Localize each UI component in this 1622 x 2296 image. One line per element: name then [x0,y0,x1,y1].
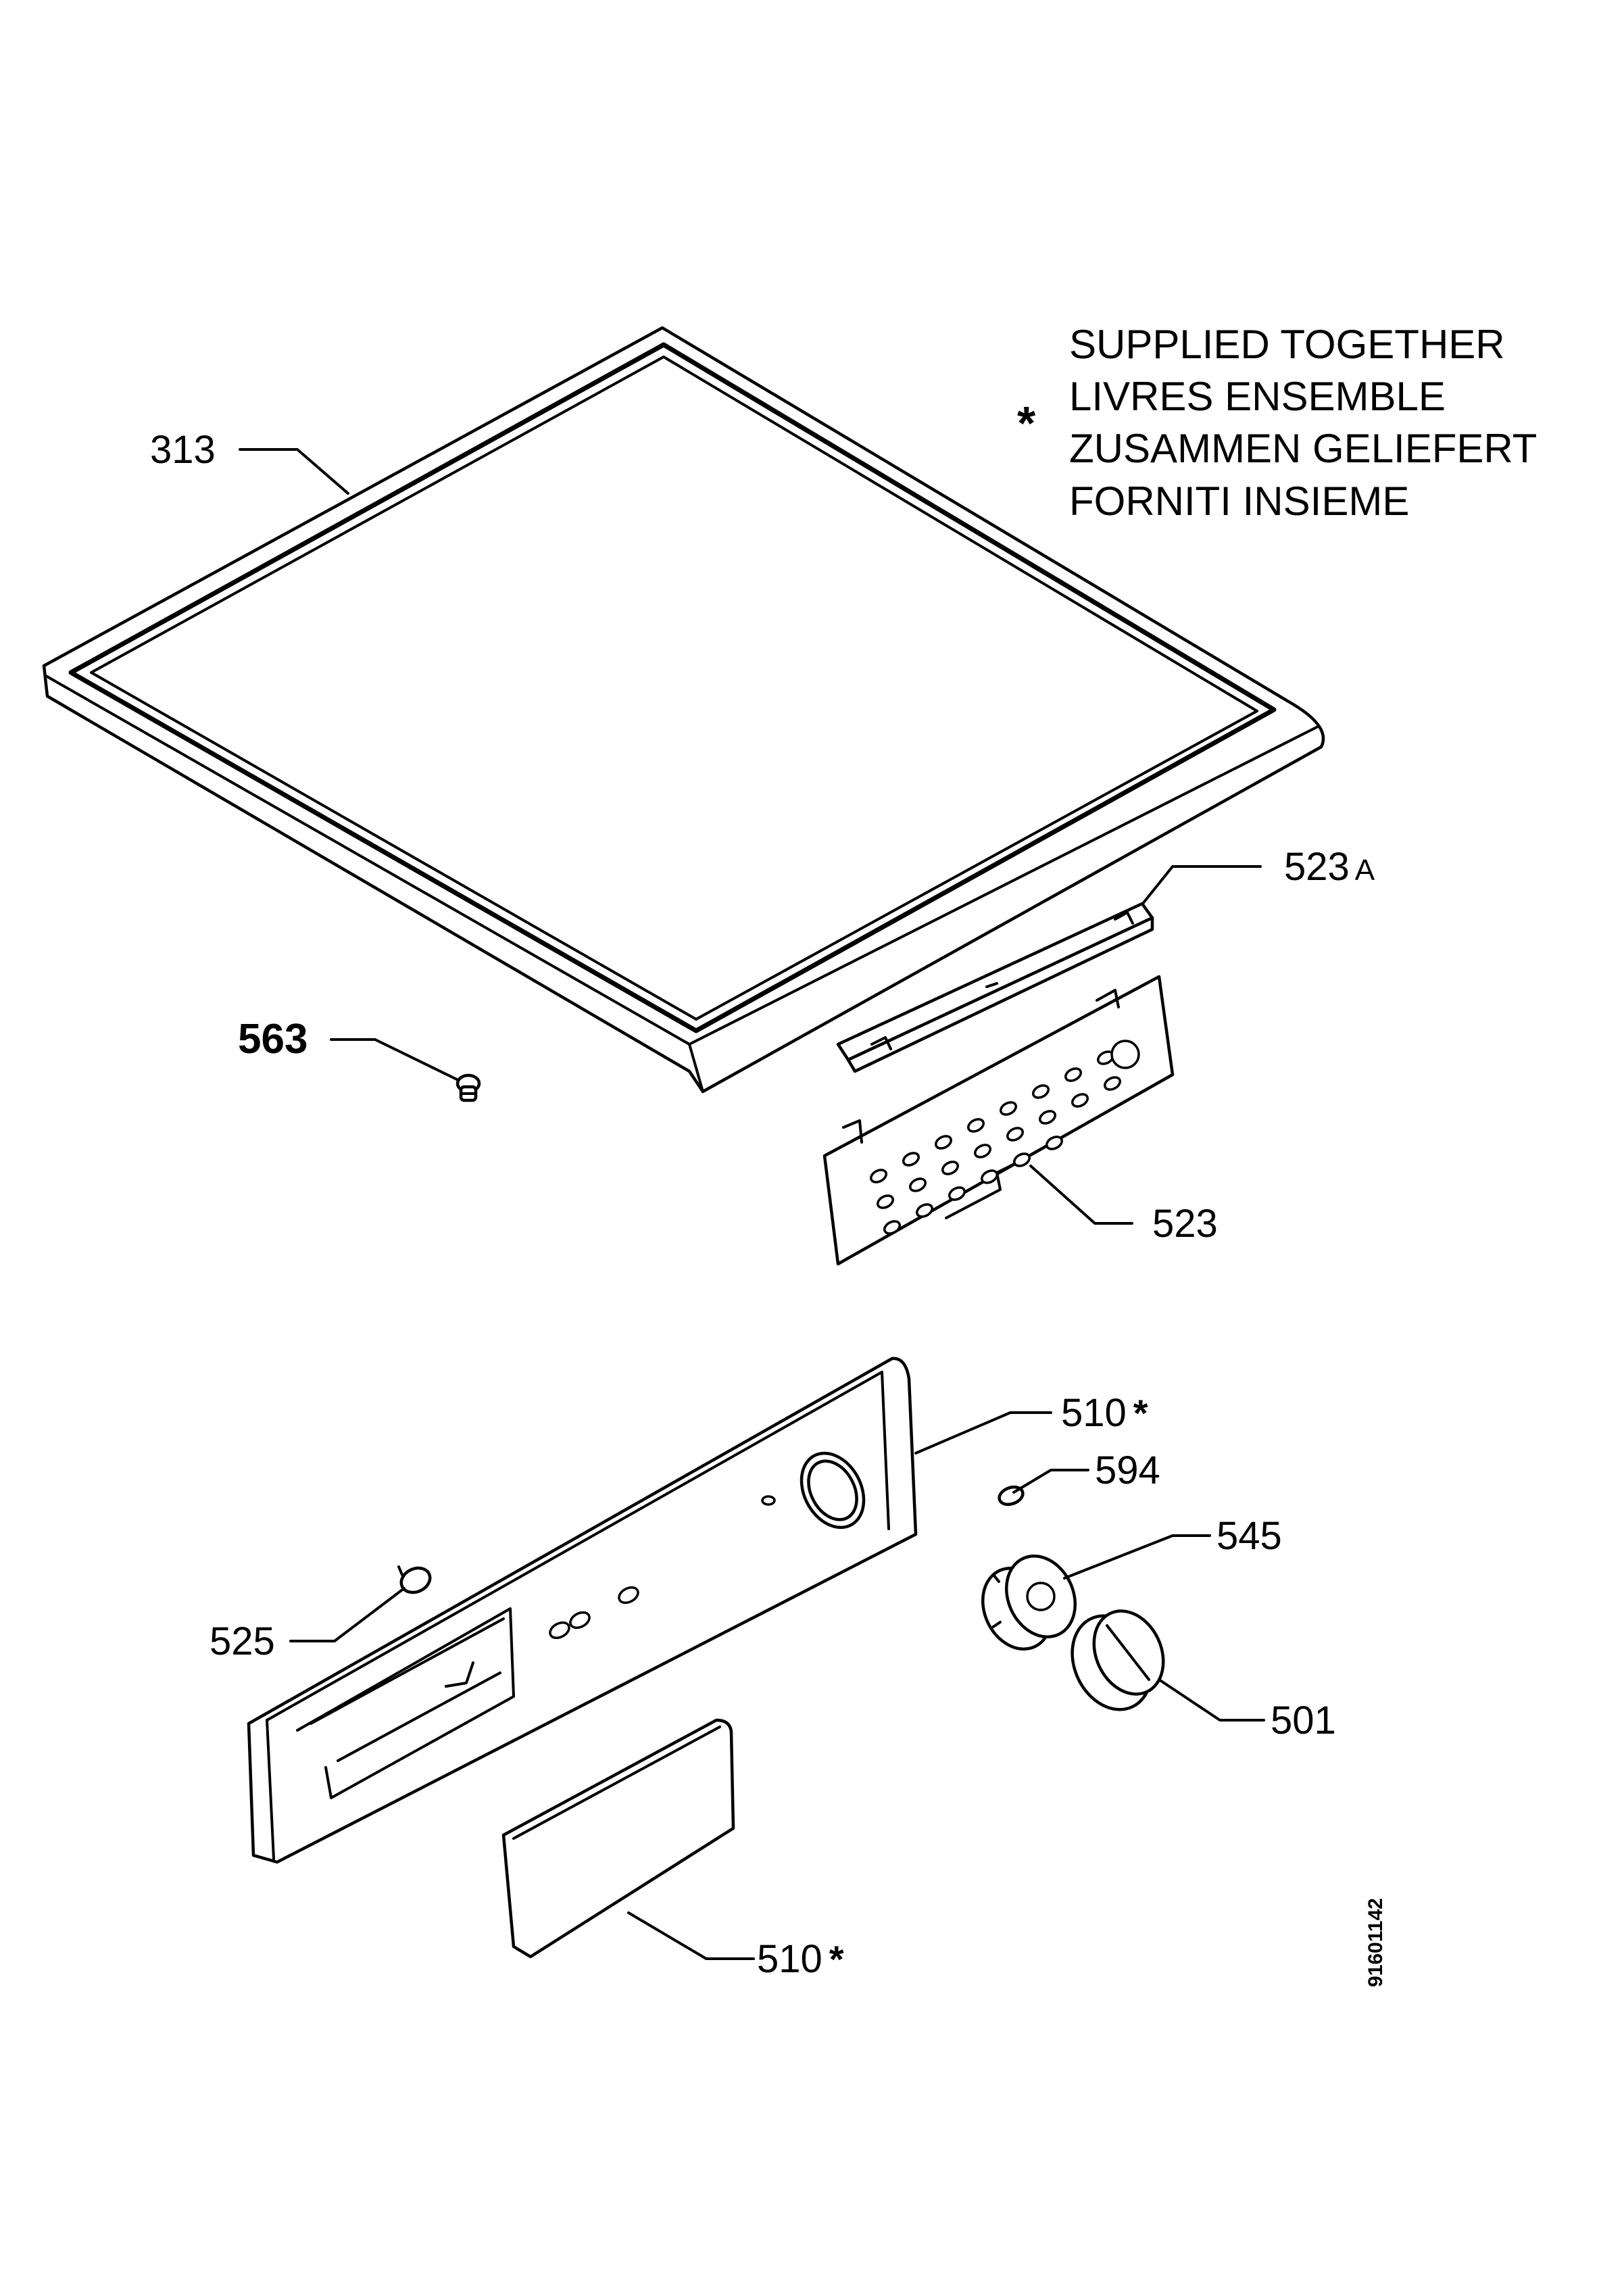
panel-hole [549,1621,570,1640]
legend-line-de: ZUSAMMEN GELIEFERT [1069,426,1537,471]
callout-545: 545 [1216,1514,1282,1558]
board-hole [916,1203,933,1218]
board-hole [1013,1152,1031,1167]
board-hole [1006,1127,1024,1142]
board-hole [1046,1135,1063,1150]
board-hole [948,1186,966,1201]
callout-525: 525 [210,1619,275,1663]
board-hole [1071,1093,1089,1108]
leader-lines [239,448,1265,1960]
bracket-523a [836,902,1154,1073]
board-hole [1064,1067,1082,1082]
board-hole [974,1144,991,1158]
callout-523: 523 [1152,1202,1218,1246]
board-hole [1039,1110,1056,1125]
panel-hole [569,1611,591,1630]
legend-line-en: SUPPLIED TOGETHER [1069,322,1505,367]
board-hole [1104,1076,1121,1091]
board-hole [935,1135,952,1150]
callout-510-bottom: 510* [757,1937,844,1981]
callout-501: 501 [1271,1699,1336,1742]
circuit-board-523 [822,975,1175,1266]
screw-563 [456,1073,481,1102]
board-hole [902,1152,920,1167]
board-hole [941,1161,959,1175]
top-cover-313 [42,326,1325,1094]
drawer-handle-510 [501,1718,735,1959]
board-hole [981,1169,998,1184]
panel-button-holes [549,1586,639,1640]
legend: * SUPPLIED TOGETHER LIVRES ENSEMBLE ZUSA… [1017,322,1537,524]
control-panel-510 [247,1357,918,1864]
rotary-selector-545 [981,1555,1077,1651]
knob-501 [1071,1609,1165,1711]
board-rotary-hole [1110,1040,1140,1069]
board-hole [967,1118,985,1133]
panel-hole [618,1586,639,1605]
cap-525 [397,1565,432,1594]
board-hole [1000,1101,1017,1116]
board-hole [877,1194,894,1209]
board-button-holes [870,1050,1121,1235]
callout-563: 563 [238,1016,308,1062]
document-number: 91601142 [1365,1898,1387,1987]
callout-510-top: 510* [1061,1391,1148,1435]
callout-313: 313 [150,428,216,472]
legend-line-fr: LIVRES ENSEMBLE [1069,374,1446,419]
legend-line-it: FORNITI INSIEME [1069,479,1409,524]
legend-asterisk: * [1017,397,1036,449]
board-hole [1032,1084,1050,1099]
board-hole [883,1220,901,1235]
board-hole [909,1177,927,1192]
callout-594: 594 [1095,1448,1160,1492]
board-hole [870,1169,887,1183]
